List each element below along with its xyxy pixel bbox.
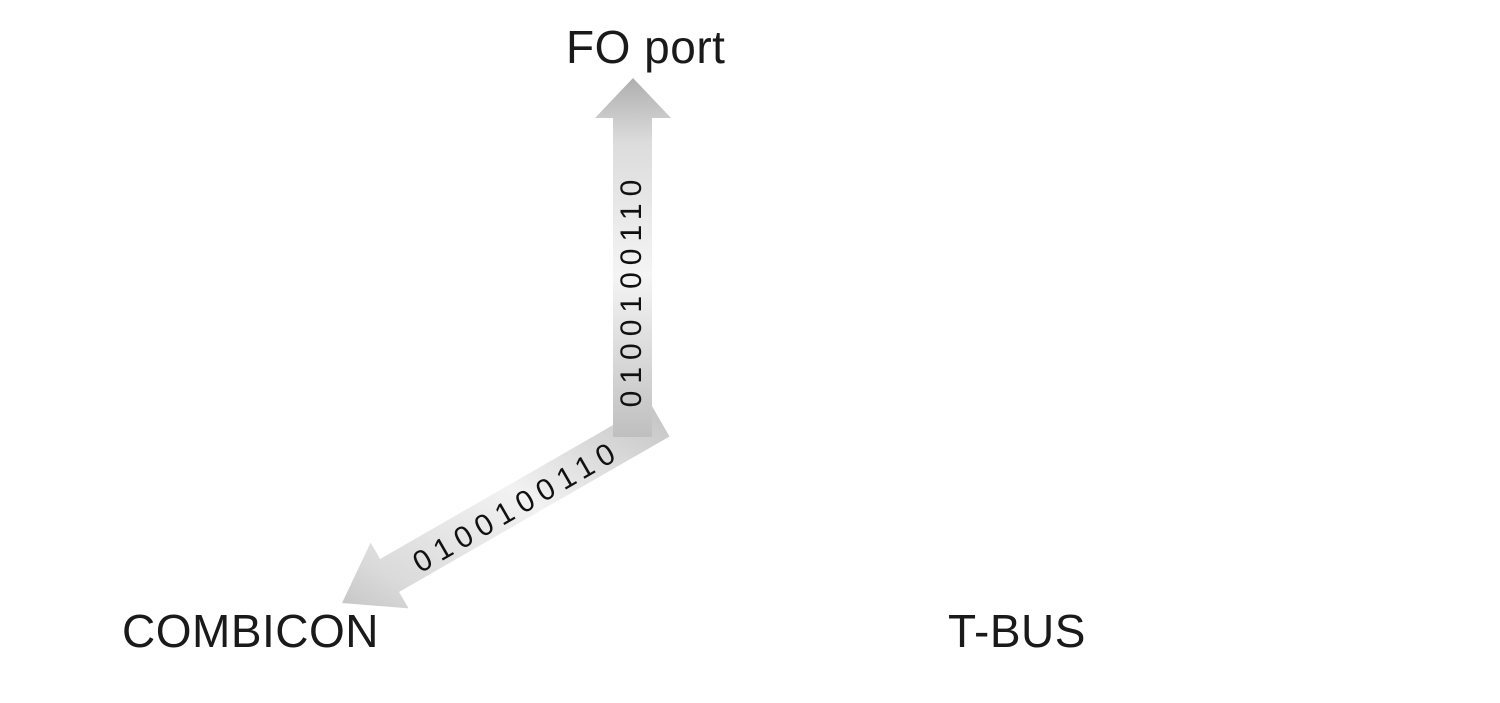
- combicon-arrow: [342, 403, 670, 609]
- fo-port-arrow: [595, 78, 671, 437]
- fo-port-label: FO port: [566, 21, 726, 73]
- t-bus-label: T-BUS: [948, 605, 1086, 657]
- combicon-label: COMBICON: [122, 605, 379, 657]
- binary-text-diagonal: 0100100110: [407, 434, 627, 580]
- binary-text-vertical: 0100100110: [615, 173, 648, 408]
